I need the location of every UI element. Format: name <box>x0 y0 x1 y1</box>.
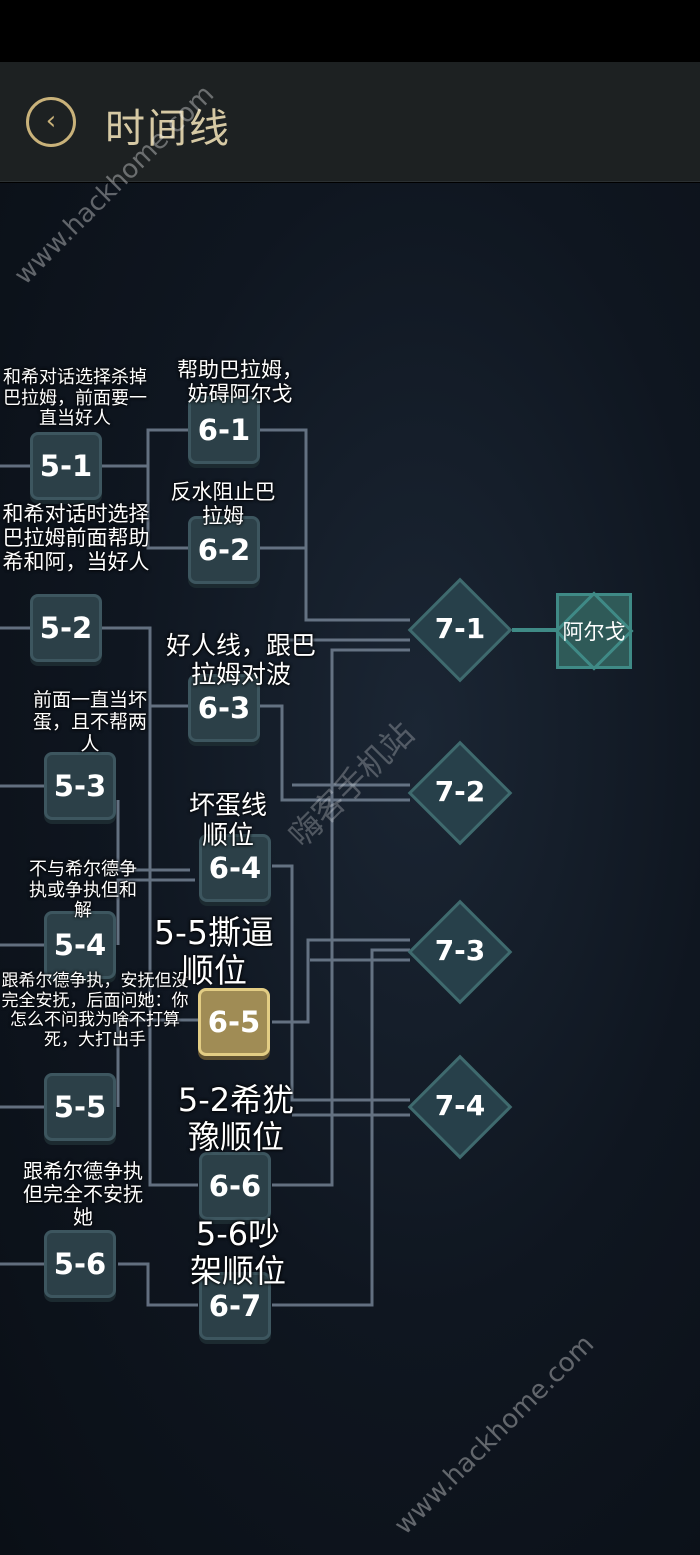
node-5-5[interactable]: 5-5 <box>44 1073 116 1141</box>
node-7-2-label: 7-2 <box>434 775 486 808</box>
note-5-6: 跟希尔德争执但完全不安抚她 <box>23 1159 143 1229</box>
node-6-2[interactable]: 6-2 <box>188 516 260 584</box>
node-7-4-label: 7-4 <box>434 1089 486 1122</box>
note-6-6: 5-2希犹豫顺位 <box>177 1081 295 1156</box>
node-6-3[interactable]: 6-3 <box>188 674 260 742</box>
page-title: 时间线 <box>105 106 231 152</box>
note-6-1: 帮助巴拉姆，妨碍阿尔戈 <box>177 358 303 407</box>
node-5-4[interactable]: 5-4 <box>44 911 116 979</box>
header-bar <box>0 62 700 182</box>
back-button[interactable]: ‹ <box>26 97 76 147</box>
node-7-3-label: 7-3 <box>434 934 486 967</box>
node-6-5-selected[interactable]: 6-5 <box>198 988 270 1056</box>
note-5-4: 不与希尔德争执或争执但和解 <box>29 859 137 922</box>
note-6-5: 5-5撕逼顺位 <box>154 913 274 990</box>
note-6-4: 坏蛋线顺位 <box>188 791 267 851</box>
status-bar <box>0 0 700 62</box>
node-5-1[interactable]: 5-1 <box>30 432 102 500</box>
ending-label: 阿尔戈 <box>562 620 626 644</box>
note-6-2: 反水阻止巴拉姆 <box>170 480 276 529</box>
node-6-7[interactable]: 6-7 <box>199 1272 271 1340</box>
node-6-4[interactable]: 6-4 <box>199 834 271 902</box>
node-6-6[interactable]: 6-6 <box>199 1152 271 1220</box>
node-5-3[interactable]: 5-3 <box>44 752 116 820</box>
note-5-3: 前面一直当坏蛋，且不帮两人 <box>32 689 147 755</box>
note-6-3: 好人线，跟巴拉姆对波 <box>166 631 317 689</box>
note-6-7: 5-6吵架顺位 <box>189 1215 286 1290</box>
chevron-left-circle-icon: ‹ <box>45 106 57 136</box>
node-5-2[interactable]: 5-2 <box>30 594 102 662</box>
node-7-1-label: 7-1 <box>434 612 486 645</box>
note-5-5: 跟希尔德争执，安抚但没完全安抚，后面问她：你怎么不问我为啥不打算死，大打出手 <box>1 971 189 1050</box>
note-5-2: 和希对话时选择巴拉姆前面帮助希和阿，当好人 <box>2 502 150 575</box>
node-6-1[interactable]: 6-1 <box>188 396 260 464</box>
note-5-1: 和希对话选择杀掉巴拉姆，前面要一直当好人 <box>3 367 147 430</box>
ending-square[interactable] <box>556 593 632 669</box>
node-5-6[interactable]: 5-6 <box>44 1230 116 1298</box>
